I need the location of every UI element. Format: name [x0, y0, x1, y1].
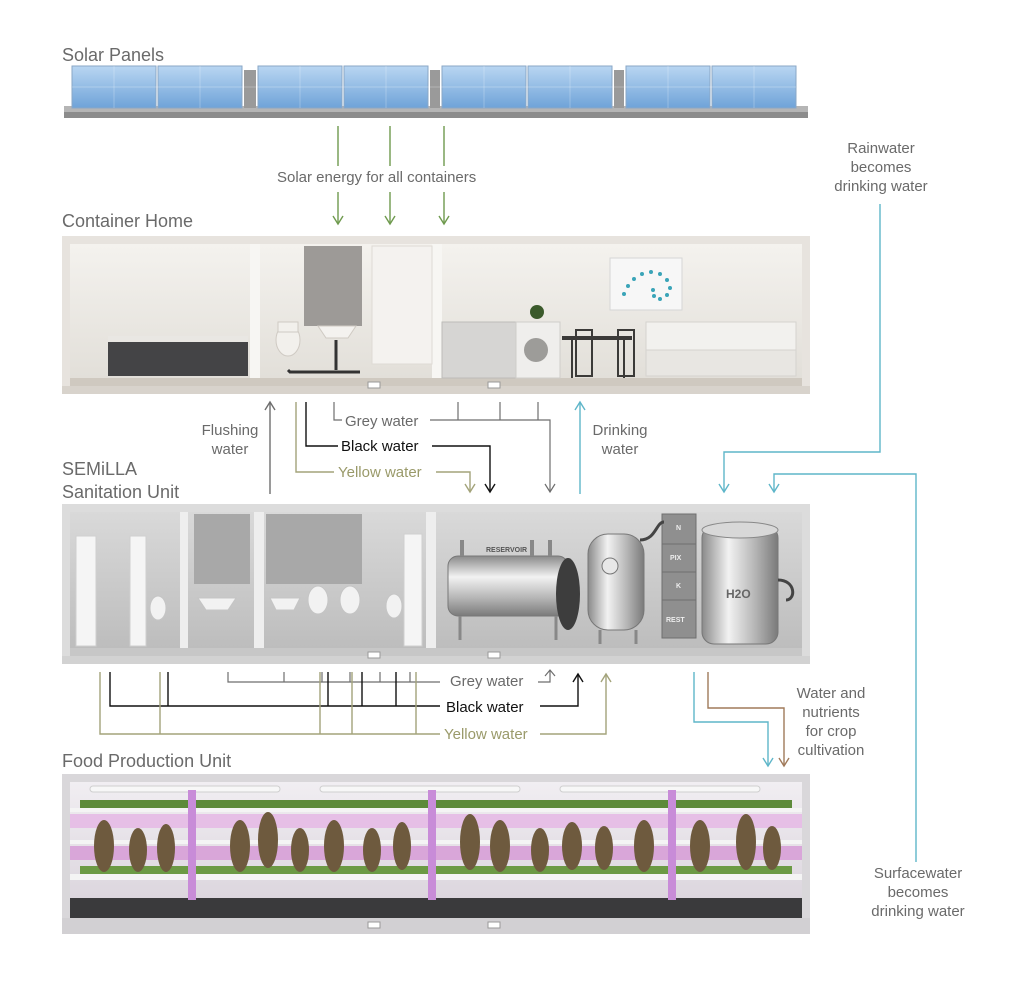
- black-water-top-label: Black water: [341, 438, 419, 455]
- black-water-bottom-label: Black water: [446, 699, 524, 716]
- black-water-lines-top: [305, 402, 496, 494]
- container-home-title: Container Home: [62, 211, 194, 231]
- nutrients-line-1: Water and: [796, 685, 866, 702]
- surfacewater-line-3: drinking water: [871, 903, 965, 920]
- grey-water-lines-top: [333, 402, 556, 494]
- h2o-label: H2O: [726, 587, 751, 601]
- grey-water-lines-bottom: [227, 669, 556, 683]
- sanitation-title-line1: SEMiLLA: [62, 459, 138, 479]
- solar-panel-group-3: [441, 65, 613, 109]
- solar-panel-group-2: [257, 65, 429, 109]
- rainwater-line-2: becomes: [850, 159, 912, 176]
- yellow-water-top-label: Yellow water: [338, 464, 422, 481]
- yellow-water-bottom-label: Yellow water: [444, 726, 528, 743]
- flushing-line-1: Flushing: [201, 422, 259, 439]
- solar-panel-group-1: [71, 65, 243, 109]
- drinking-line-2: water: [601, 441, 639, 458]
- yellow-water-lines-bottom: [99, 672, 612, 735]
- surfacewater-label: Surfacewater becomes drinking water: [858, 864, 978, 921]
- drinking-water-label: Drinking water: [582, 421, 658, 459]
- reservoir-label: RESERVOIR: [486, 547, 527, 554]
- nutrients-line-4: cultivation: [797, 742, 865, 759]
- flushing-water-label: Flushing water: [190, 421, 270, 459]
- nutrients-line-3: for crop: [805, 723, 857, 740]
- yellow-water-lines-top: [295, 402, 476, 494]
- food-production-title: Food Production Unit: [62, 751, 232, 771]
- rainwater-line: [718, 204, 881, 494]
- flushing-water-arrow: [264, 400, 276, 494]
- surfacewater-line-1: Surfacewater: [873, 865, 963, 882]
- rainwater-label: Rainwater becomes drinking water: [826, 139, 936, 196]
- rainwater-line-3: drinking water: [834, 178, 928, 195]
- n-label: N: [676, 525, 681, 532]
- surfacewater-line-2: becomes: [887, 884, 949, 901]
- pix-label: PIX: [670, 555, 682, 562]
- food-production-unit: [62, 774, 810, 934]
- sanitation-unit: [62, 504, 810, 664]
- solar-panel-group-4: [625, 65, 797, 109]
- flushing-line-2: water: [211, 441, 249, 458]
- sanitation-title-line2: Sanitation Unit: [62, 482, 180, 502]
- drinking-water-arrow: [574, 400, 586, 494]
- nutrients-line-2: nutrients: [802, 704, 860, 721]
- solar-panels-title: Solar Panels: [62, 45, 165, 65]
- nutrients-label: Water and nutrients for crop cultivation: [782, 684, 880, 760]
- k-label: K: [676, 583, 681, 590]
- solar-energy-label: Solar energy for all containers: [277, 169, 477, 186]
- rest-label: REST: [666, 617, 685, 624]
- solar-panel-array: [64, 65, 808, 118]
- drinking-line-1: Drinking: [592, 422, 648, 439]
- black-water-lines-bottom: [109, 672, 584, 707]
- rainwater-line-1: Rainwater: [847, 140, 915, 157]
- grey-water-top-label: Grey water: [345, 413, 419, 430]
- grey-water-bottom-label: Grey water: [450, 673, 524, 690]
- container-home: [62, 236, 810, 394]
- solar-energy-arrows: [332, 126, 450, 226]
- surfacewater-line: [768, 473, 917, 862]
- nutrient-water-lines: [693, 672, 790, 768]
